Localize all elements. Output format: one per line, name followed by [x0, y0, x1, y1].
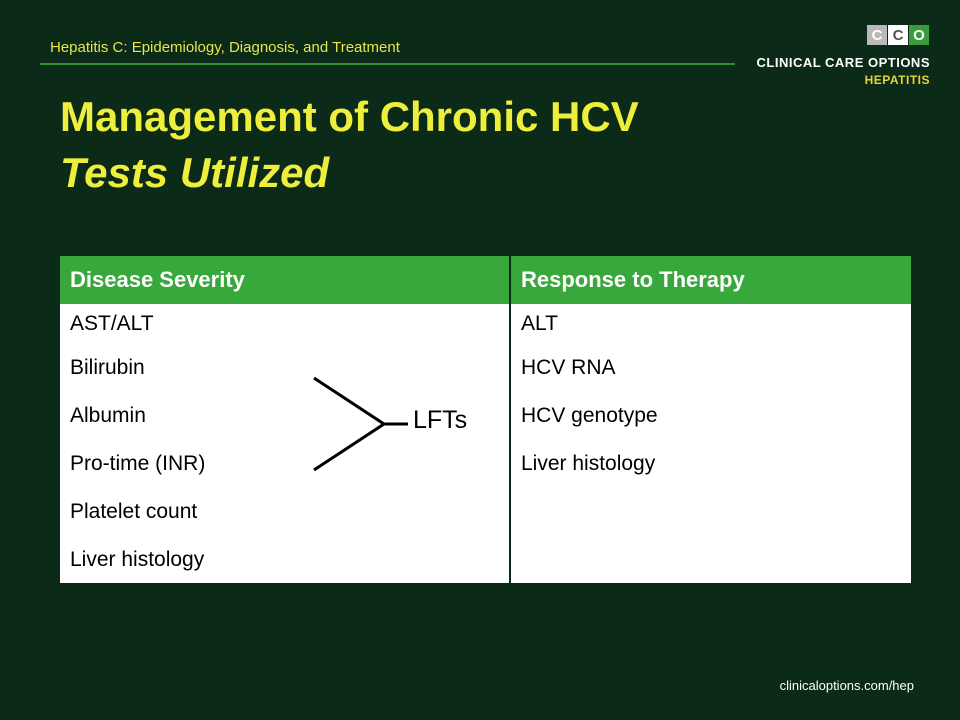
slide-subtitle: Tests Utilized — [60, 149, 330, 196]
clinical-care-options-logo: C C O CLINICAL CARE OPTIONS HEPATITIS — [735, 22, 940, 92]
logo-letter-3: O — [909, 25, 929, 45]
logo-wordmark: CLINICAL CARE OPTIONS — [756, 55, 930, 70]
table-cell: HCV RNA — [521, 356, 616, 379]
lfts-bracket — [313, 376, 408, 472]
logo-letter-2: C — [887, 25, 909, 45]
column-divider — [509, 304, 511, 583]
table-cell: ALT — [521, 312, 558, 335]
response-to-therapy-column: ALT HCV RNA HCV genotype Liver histology — [521, 304, 658, 488]
slide-title: Management of Chronic HCV — [60, 93, 639, 140]
header-divider — [40, 63, 735, 65]
tests-table: Disease Severity Response to Therapy AST… — [60, 256, 911, 583]
header-response-to-therapy: Response to Therapy — [511, 256, 911, 304]
header-disease-severity: Disease Severity — [60, 256, 509, 304]
logo-subbrand: HEPATITIS — [864, 73, 930, 87]
logo-letter-boxes: C C O — [867, 25, 929, 45]
table-cell: AST/ALT — [70, 312, 154, 335]
table-cell: Bilirubin — [70, 356, 145, 379]
disease-severity-column: AST/ALT Bilirubin Albumin Pro-time (INR)… — [70, 304, 205, 584]
lfts-label: LFTs — [413, 406, 468, 434]
table-cell: Albumin — [70, 404, 146, 427]
footer-url: clinicaloptions.com/hep — [779, 678, 914, 693]
header-column-divider — [509, 256, 511, 304]
table-cell: HCV genotype — [521, 404, 658, 427]
logo-letter-1: C — [867, 25, 887, 45]
table-cell: Pro-time (INR) — [70, 452, 206, 475]
table-cell: Liver histology — [70, 548, 205, 571]
bracket-arms — [313, 376, 387, 472]
table-cell: Platelet count — [70, 500, 198, 523]
course-title: Hepatitis C: Epidemiology, Diagnosis, an… — [50, 39, 400, 56]
table-cell: Liver histology — [521, 452, 656, 475]
